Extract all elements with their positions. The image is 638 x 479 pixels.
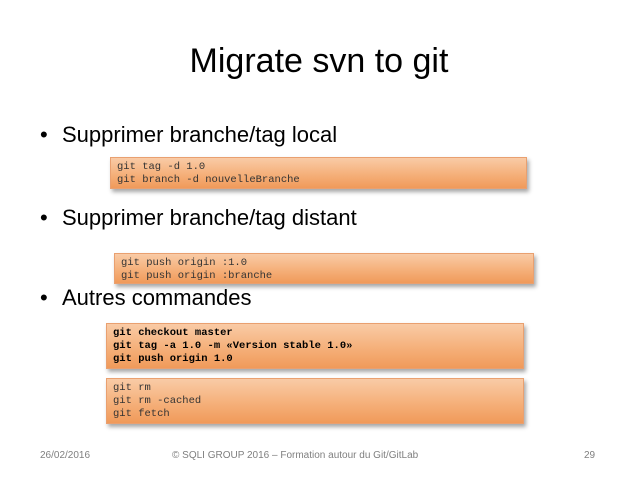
code-line: git push origin :1.0 bbox=[121, 257, 248, 269]
code-line: git tag -a 1.0 -m «Version stable 1.0» bbox=[113, 340, 353, 352]
code-line: git tag -d 1.0 bbox=[117, 161, 206, 173]
footer-page-number: 29 bbox=[584, 450, 596, 461]
bullet-icon: • bbox=[40, 205, 48, 230]
bullet-icon: • bbox=[40, 122, 48, 147]
bullet-text: Supprimer branche/tag local bbox=[62, 122, 338, 147]
code-line: git checkout master bbox=[113, 327, 233, 339]
bullet-text: Autres commandes bbox=[62, 285, 252, 310]
code-block-delete-local: git tag -d 1.0 git branch -d nouvelleBra… bbox=[110, 157, 527, 189]
code-block-delete-remote: git push origin :1.0 git push origin :br… bbox=[114, 253, 534, 284]
bullet-item-delete-remote: • Supprimer branche/tag distant bbox=[40, 204, 357, 232]
code-line: git branch -d nouvelleBranche bbox=[117, 174, 300, 186]
bullet-item-delete-local: • Supprimer branche/tag local bbox=[40, 121, 337, 149]
code-block-misc-commands: git rm git rm -cached git fetch bbox=[106, 378, 524, 424]
slide-title: Migrate svn to git bbox=[189, 42, 449, 80]
bullet-item-other-commands: • Autres commandes bbox=[40, 284, 252, 312]
code-block-tag-commands: git checkout master git tag -a 1.0 -m «V… bbox=[106, 323, 524, 369]
code-line: git rm -cached bbox=[113, 395, 202, 407]
code-line: git rm bbox=[113, 382, 151, 394]
code-line: git push origin 1.0 bbox=[113, 353, 233, 365]
bullet-icon: • bbox=[40, 285, 48, 310]
bullet-text: Supprimer branche/tag distant bbox=[62, 205, 357, 230]
footer-copyright: © SQLI GROUP 2016 – Formation autour du … bbox=[172, 450, 419, 461]
code-line: git fetch bbox=[113, 408, 170, 420]
code-line: git push origin :branche bbox=[121, 270, 273, 282]
footer-date: 26/02/2016 bbox=[40, 450, 91, 461]
